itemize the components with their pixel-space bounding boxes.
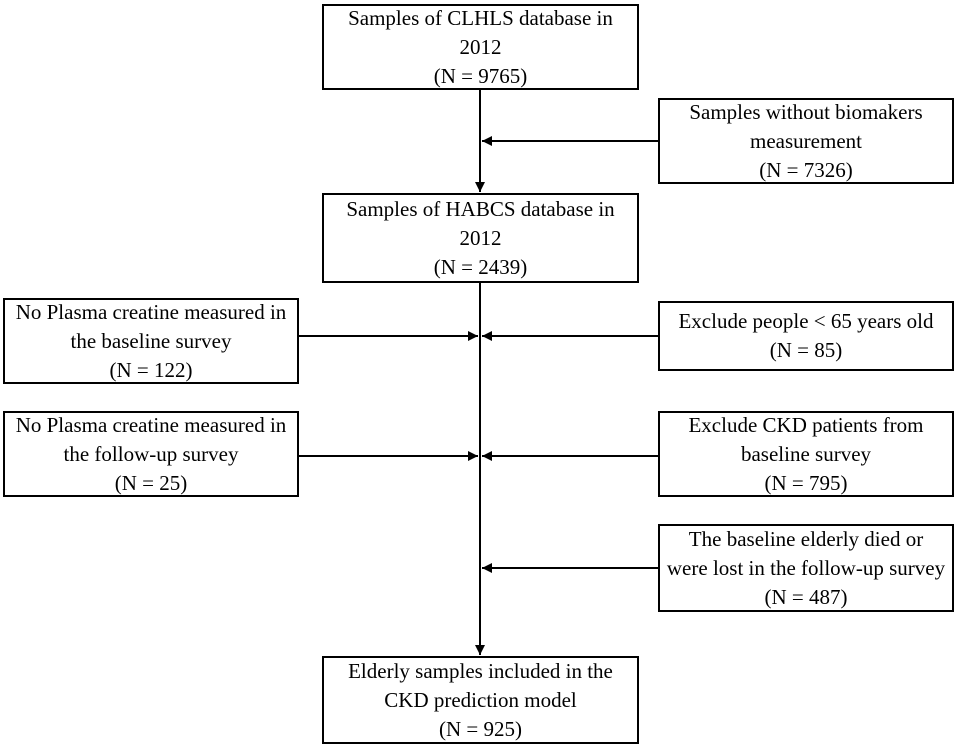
box-habcs-line3: (N = 2439) (433, 254, 528, 279)
box-clhls-line3: (N = 9765) (433, 63, 528, 88)
box-final-line2: CKD prediction model (384, 687, 577, 712)
box-died-lost-line3: (N = 487) (764, 584, 848, 609)
box-no-plasma-followup-line1: No Plasma creatine measured in (15, 412, 287, 437)
box-clhls-line2: 2012 (459, 34, 502, 59)
box-habcs: Samples of HABCS database in 2012 (N = 2… (322, 193, 639, 283)
box-no-plasma-followup: No Plasma creatine measured in the follo… (3, 411, 299, 497)
box-exclude-ckd-line2: baseline survey (740, 441, 872, 466)
box-final-line3: (N = 925) (439, 716, 522, 741)
box-no-plasma-baseline-line1: No Plasma creatine measured in (15, 299, 287, 324)
box-no-plasma-followup-line2: the follow-up survey (63, 441, 239, 466)
box-final-line1: Elderly samples included in the (348, 658, 613, 683)
box-clhls: Samples of CLHLS database in 2012 (N = 9… (322, 4, 639, 90)
box-no-plasma-followup-line3: (N = 25) (114, 470, 188, 495)
box-no-biomarkers: Samples without biomakers measurement (N… (658, 98, 954, 184)
box-exclude-age-line1: Exclude people < 65 years old (678, 309, 934, 333)
box-no-plasma-baseline-line2: the baseline survey (70, 328, 232, 353)
box-no-biomarkers-line1: Samples without biomakers (689, 99, 923, 124)
box-exclude-age-line2: (N = 85) (769, 338, 843, 362)
box-exclude-ckd-line1: Exclude CKD patients from (688, 412, 924, 437)
box-exclude-age: Exclude people < 65 years old (N = 85) (658, 301, 954, 371)
box-no-biomarkers-line2: measurement (750, 128, 862, 153)
box-exclude-ckd: Exclude CKD patients from baseline surve… (658, 411, 954, 497)
box-clhls-line1: Samples of CLHLS database in (348, 5, 613, 30)
box-died-lost-line1: The baseline elderly died or (688, 526, 924, 551)
box-no-biomarkers-line3: (N = 7326) (759, 157, 853, 182)
box-habcs-line2: 2012 (459, 225, 502, 250)
box-died-lost: The baseline elderly died or were lost i… (658, 524, 954, 612)
box-final: Elderly samples included in the CKD pred… (322, 656, 639, 744)
box-habcs-line1: Samples of HABCS database in (346, 196, 615, 221)
box-no-plasma-baseline-line3: (N = 122) (109, 357, 193, 382)
box-exclude-ckd-line3: (N = 795) (764, 470, 848, 495)
box-died-lost-line2: were lost in the follow-up survey (666, 555, 946, 580)
box-no-plasma-baseline: No Plasma creatine measured in the basel… (3, 298, 299, 384)
